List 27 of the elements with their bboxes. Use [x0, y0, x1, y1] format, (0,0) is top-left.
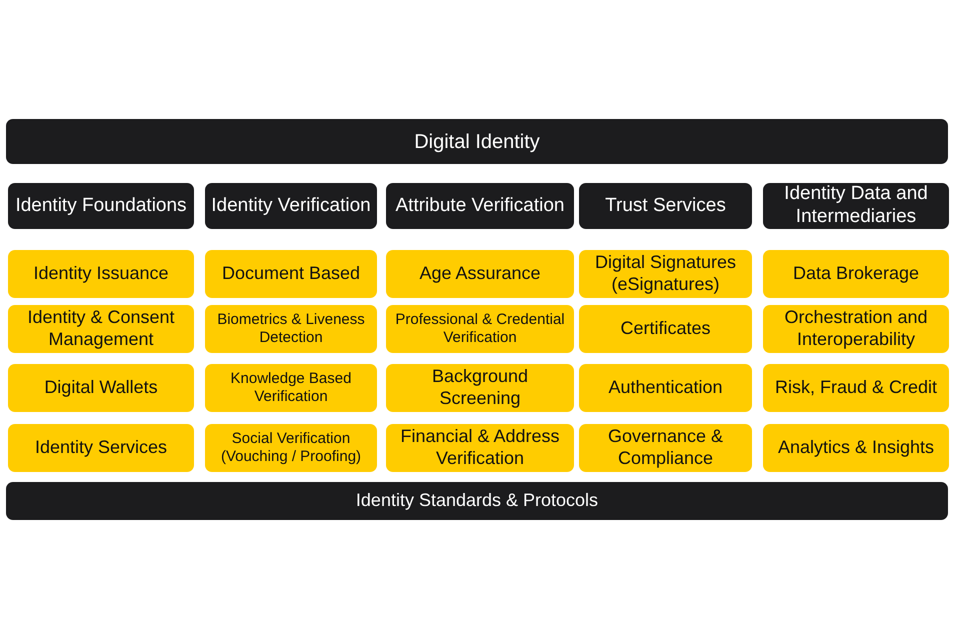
category-box: Identity & Consent Management	[8, 305, 194, 353]
category-box: Data Brokerage	[763, 250, 949, 298]
category-box: Document Based	[205, 250, 377, 298]
category-box: Background Screening	[386, 364, 574, 412]
category-box: Orchestration and Interoperability	[763, 305, 949, 353]
category-box: Age Assurance	[386, 250, 574, 298]
category-box: Digital Signatures (eSignatures)	[579, 250, 752, 298]
category-box: Knowledge Based Verification	[205, 364, 377, 412]
category-box: Identity Services	[8, 424, 194, 472]
category-box: Social Verification (Vouching / Proofing)	[205, 424, 377, 472]
banner-bar: Digital Identity	[6, 119, 948, 164]
category-box: Digital Wallets	[8, 364, 194, 412]
banner-bar: Identity Standards & Protocols	[6, 482, 948, 520]
category-box: Financial & Address Verification	[386, 424, 574, 472]
category-box: Biometrics & Liveness Detection	[205, 305, 377, 353]
category-box: Identity Issuance	[8, 250, 194, 298]
category-box: Authentication	[579, 364, 752, 412]
category-box: Certificates	[579, 305, 752, 353]
category-box: Governance & Compliance	[579, 424, 752, 472]
column-header: Trust Services	[579, 183, 752, 229]
column-header: Attribute Verification	[386, 183, 574, 229]
category-box: Risk, Fraud & Credit	[763, 364, 949, 412]
category-box: Professional & Credential Verification	[386, 305, 574, 353]
column-header: Identity Data and Intermediaries	[763, 183, 949, 229]
column-header: Identity Foundations	[8, 183, 194, 229]
column-header: Identity Verification	[205, 183, 377, 229]
category-box: Analytics & Insights	[763, 424, 949, 472]
